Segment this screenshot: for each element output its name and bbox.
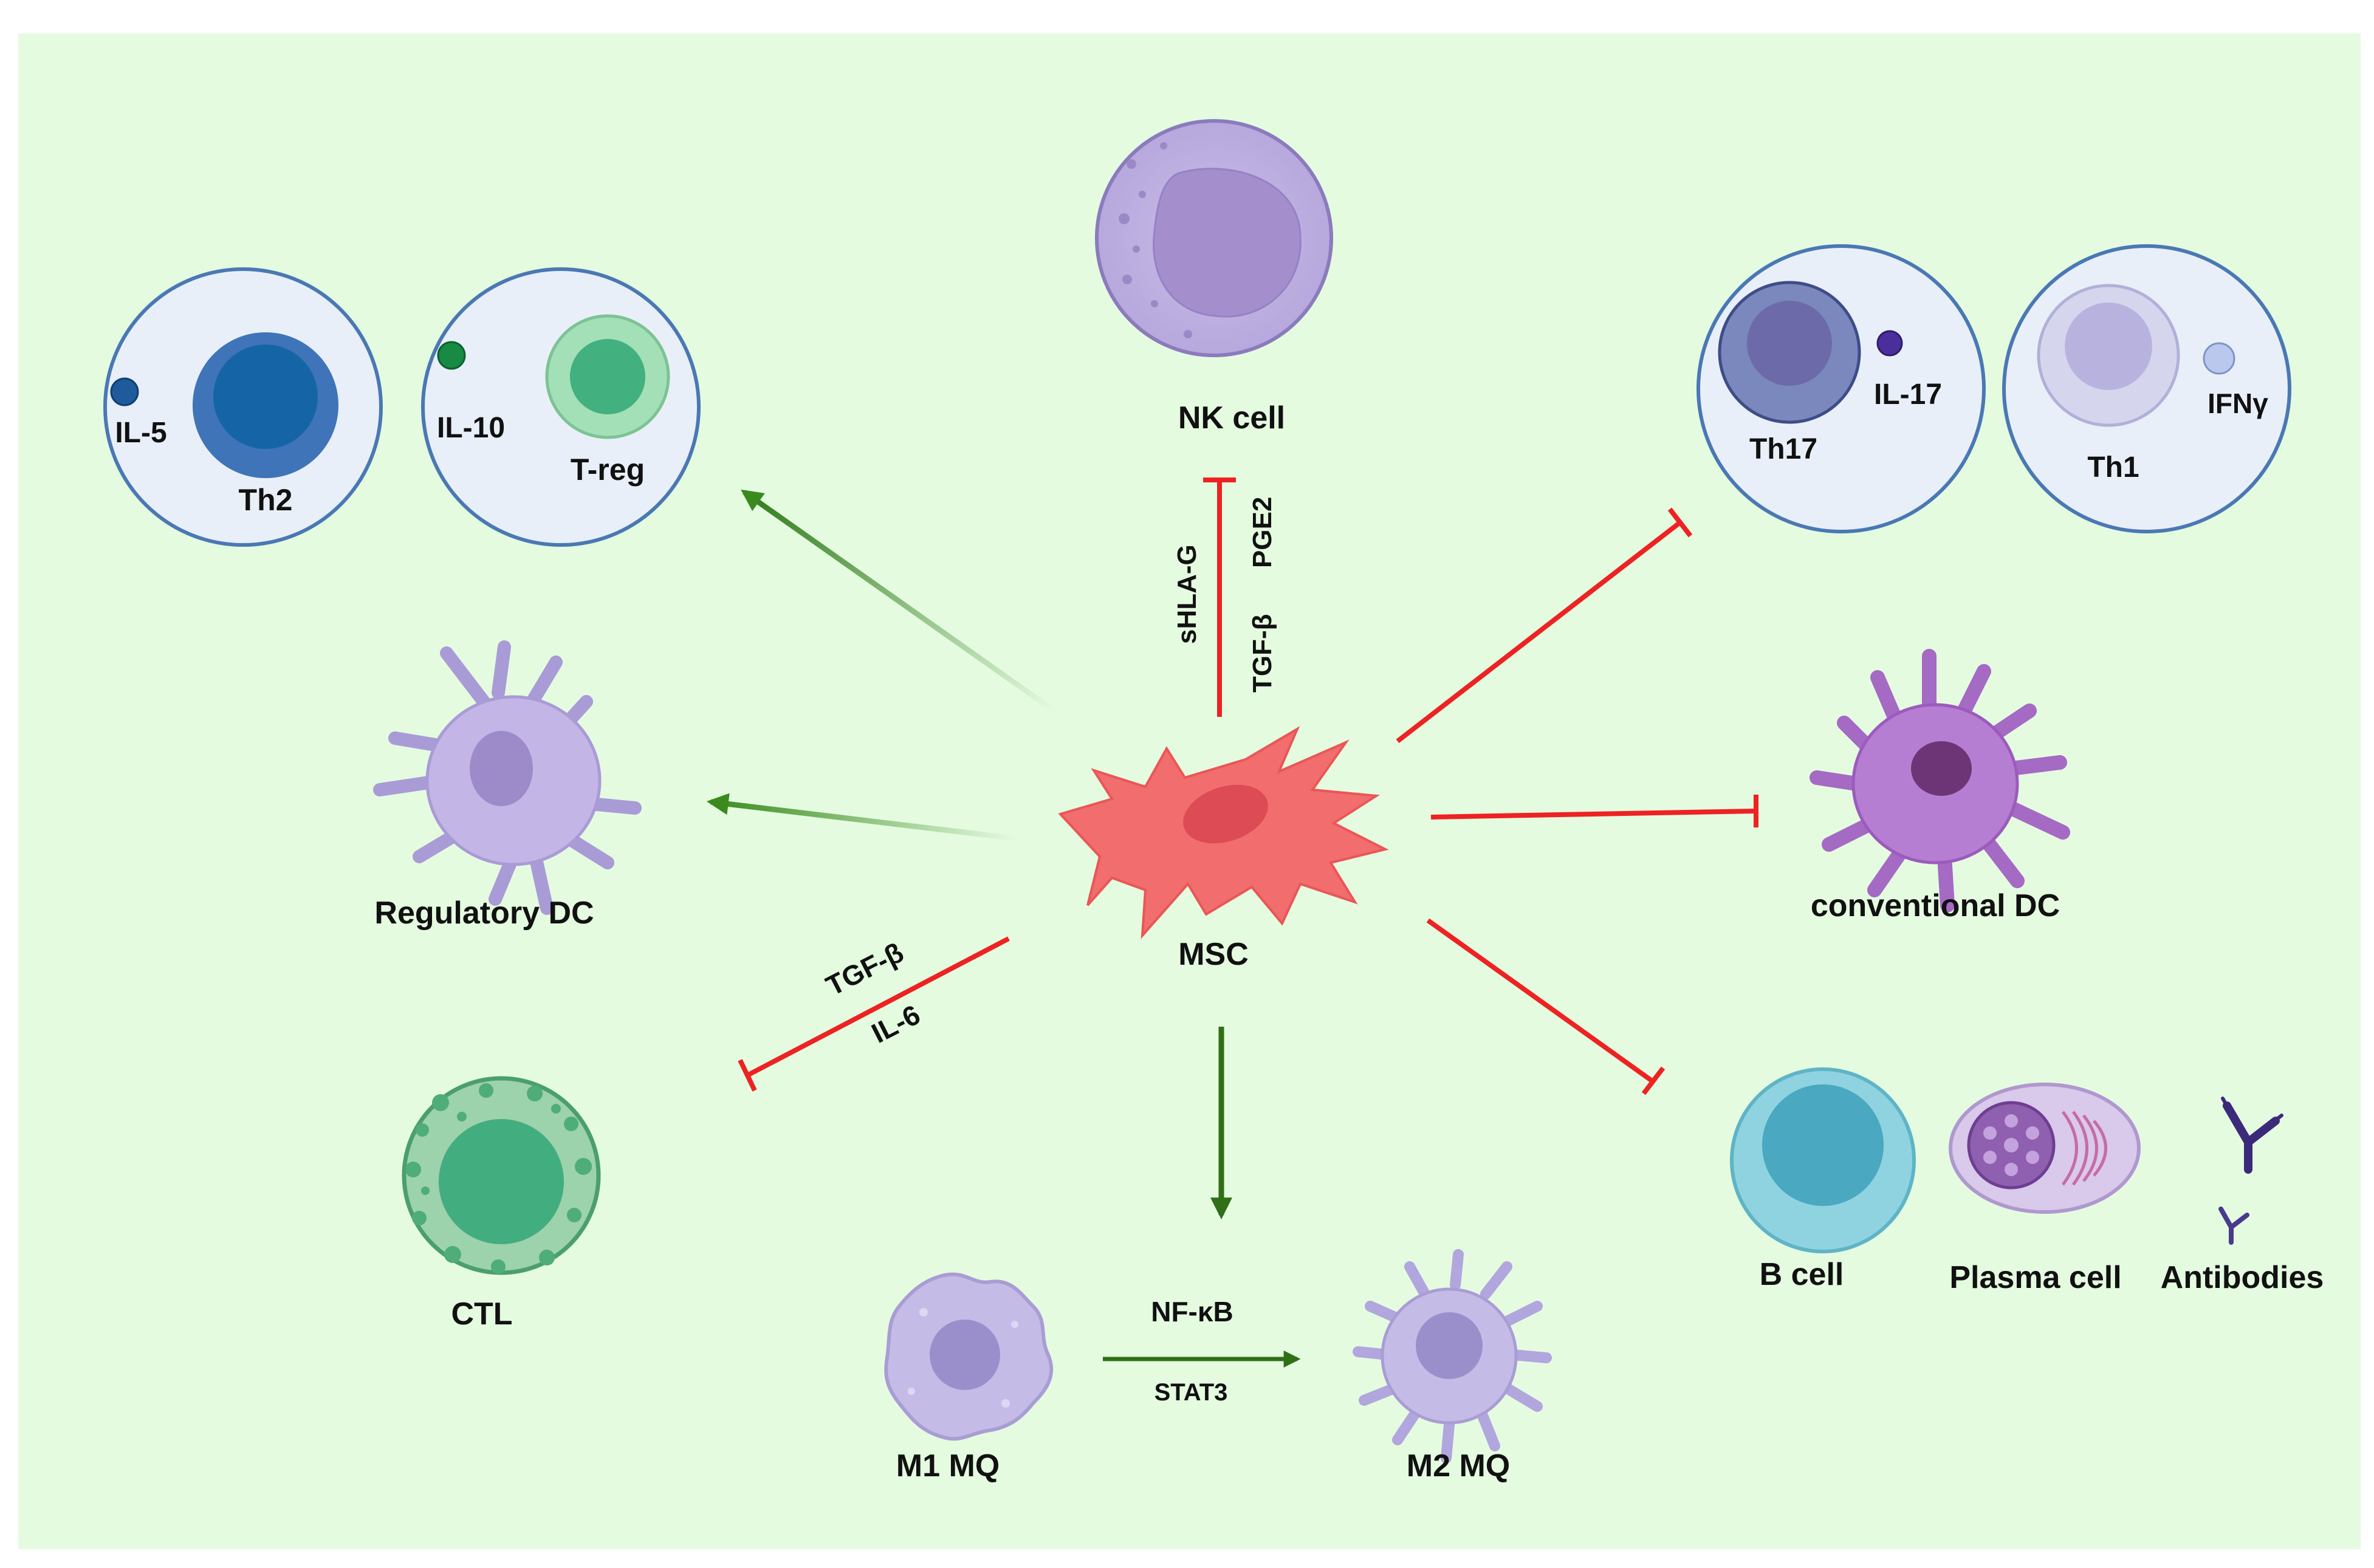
m1-macrophage bbox=[884, 1272, 1054, 1441]
m2-label: M2 MQ bbox=[1407, 1448, 1510, 1484]
arrow-to-th2-treg bbox=[741, 489, 1056, 713]
b-cell bbox=[1730, 1067, 1916, 1253]
msc-label: MSC bbox=[1178, 937, 1249, 972]
th1-label: Th1 bbox=[2087, 451, 2139, 484]
ctl-label: CTL bbox=[451, 1296, 512, 1332]
th2-label: Th2 bbox=[239, 483, 293, 517]
mediator-shlag: sHLA-G bbox=[1172, 544, 1202, 644]
treg-label: T-reg bbox=[571, 453, 645, 487]
inhibit-b-cell bbox=[1426, 918, 1666, 1095]
mediator-nfkb: NF-κB bbox=[1151, 1296, 1233, 1327]
th2-compartment bbox=[103, 267, 383, 547]
nk-cell bbox=[1095, 119, 1333, 357]
antibodies-label: Antibodies bbox=[2161, 1260, 2324, 1295]
treg-compartment bbox=[421, 267, 701, 547]
antibody-icon bbox=[2218, 1097, 2283, 1245]
mediator-tgfb-nk: TGF-β bbox=[1247, 614, 1277, 693]
il5-label: IL-5 bbox=[115, 417, 166, 449]
conventional-dc-label: conventional DC bbox=[1811, 888, 2060, 923]
ifng-label: IFNγ bbox=[2208, 388, 2268, 419]
th17-label: Th17 bbox=[1749, 433, 1817, 465]
th17-compartment bbox=[1696, 244, 1986, 533]
mediator-stat3: STAT3 bbox=[1154, 1379, 1228, 1406]
regulatory-dc-cell bbox=[373, 640, 642, 915]
conventional-dc-cell bbox=[1810, 649, 2070, 912]
inhibit-nk bbox=[1203, 478, 1236, 717]
mediator-pge2: PGE2 bbox=[1247, 497, 1277, 568]
inhibit-conventional-dc bbox=[1430, 795, 1758, 827]
nk-cell-label: NK cell bbox=[1178, 400, 1285, 436]
m1-label: M1 MQ bbox=[896, 1448, 1000, 1484]
plasma-cell-label: Plasma cell bbox=[1949, 1260, 2121, 1295]
inhibit-th17-th1 bbox=[1396, 507, 1693, 744]
plasma-cell bbox=[1949, 1083, 2141, 1214]
msc-cell bbox=[1058, 726, 1389, 939]
regulatory-dc-label: Regulatory DC bbox=[374, 895, 594, 931]
th1-compartment bbox=[2002, 244, 2291, 533]
arrow-to-regulatory-dc bbox=[706, 793, 1015, 841]
m2-macrophage bbox=[1353, 1249, 1552, 1464]
il17-label: IL-17 bbox=[1874, 378, 1942, 411]
il10-label: IL-10 bbox=[437, 412, 505, 444]
inhibit-ctl bbox=[738, 936, 1010, 1092]
ctl-cell bbox=[402, 1076, 601, 1275]
b-cell-label: B cell bbox=[1760, 1257, 1844, 1292]
